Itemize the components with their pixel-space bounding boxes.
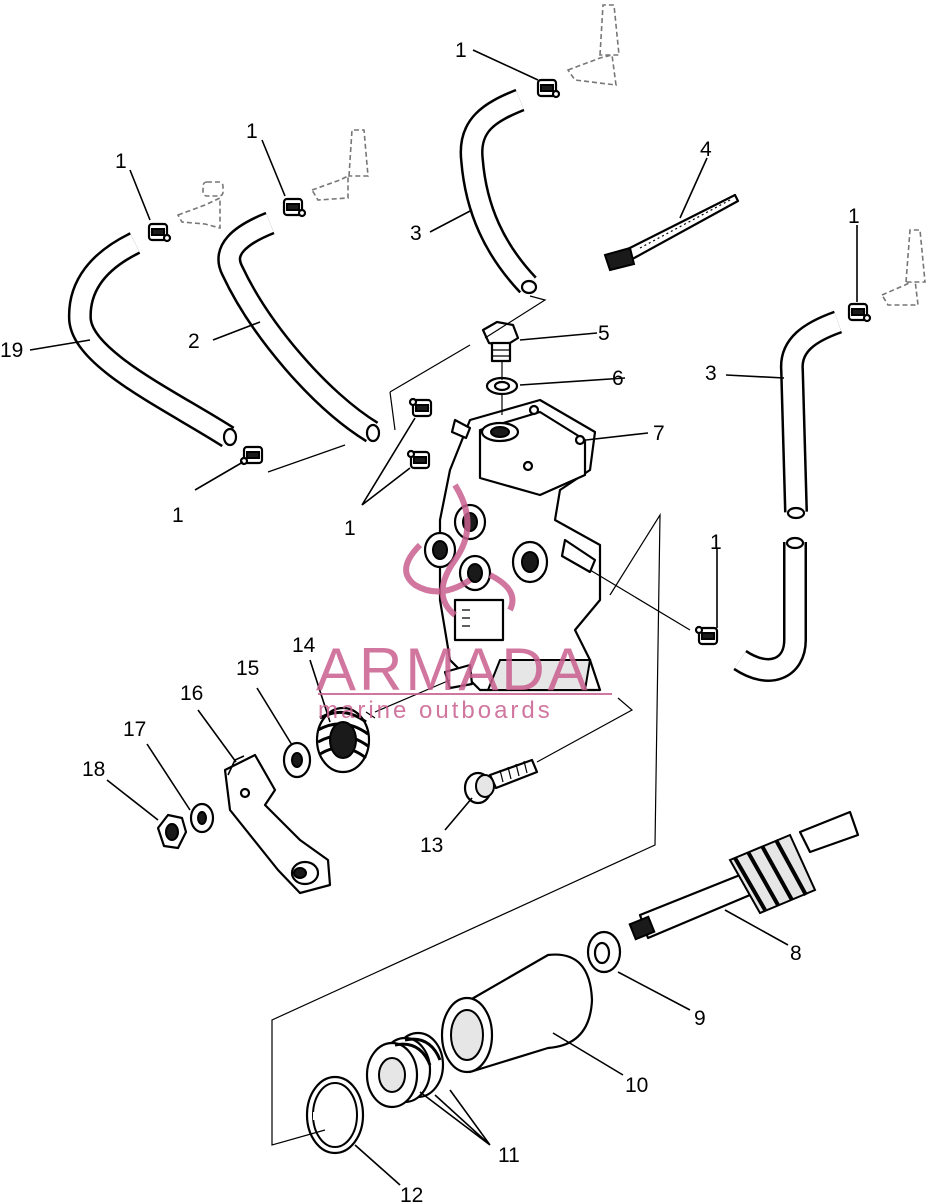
control-lever-16	[223, 753, 332, 895]
callout-8: 8	[790, 942, 802, 965]
callout-7: 7	[653, 422, 665, 445]
washer-9	[586, 930, 622, 974]
callout-11: 11	[498, 1144, 520, 1167]
hose-clamps	[147, 78, 872, 646]
callout-2: 2	[188, 330, 200, 353]
bleed-screw-5	[481, 320, 520, 363]
watermark-logo-icon	[403, 483, 516, 618]
callout-19: 19	[0, 339, 23, 362]
callout-1-d: 1	[848, 205, 860, 228]
callout-14: 14	[292, 634, 316, 657]
seals-11	[365, 1031, 445, 1109]
callout-labels: 1 1 1 1 1 1 1 2 3 3 4 5 6 7 8 9 10 11 12…	[0, 39, 860, 1204]
hose-lower-right	[733, 536, 807, 682]
callout-12: 12	[400, 1184, 423, 1204]
nut-18	[156, 813, 188, 850]
callout-13: 13	[420, 834, 443, 857]
watermark-tagline: marine outboards	[318, 697, 553, 724]
callout-4: 4	[700, 138, 712, 161]
washer-15	[282, 741, 312, 779]
callout-16: 16	[180, 682, 203, 705]
callout-3-b: 3	[705, 362, 717, 385]
callout-1-g: 1	[710, 531, 722, 554]
watermark-brand: ARMADA	[316, 636, 591, 703]
callout-9: 9	[694, 1007, 706, 1030]
drive-gear-shaft-8	[628, 810, 860, 941]
callout-1-c: 1	[455, 39, 467, 62]
assembly-lines	[267, 295, 691, 1146]
hose-3-right	[779, 310, 843, 520]
callout-17: 17	[123, 718, 146, 741]
hose-2	[217, 211, 381, 443]
callout-15: 15	[236, 657, 259, 680]
callout-6: 6	[612, 367, 624, 390]
watermark: ARMADA marine outboards	[316, 483, 612, 724]
screw-13	[463, 758, 539, 805]
callout-5: 5	[598, 322, 610, 345]
callout-3-a: 3	[410, 222, 422, 245]
callout-1-e: 1	[172, 504, 184, 527]
hose-3-upper	[459, 88, 538, 295]
tank-fittings	[176, 4, 926, 306]
cable-tie-4	[603, 193, 740, 272]
leader-lines	[29, 49, 858, 1186]
washer-6	[485, 376, 519, 396]
snap-ring-12	[305, 1075, 365, 1155]
callout-18: 18	[82, 758, 105, 781]
callout-1-a: 1	[115, 150, 127, 173]
spring-14	[315, 706, 376, 774]
lock-washer-17	[189, 802, 215, 834]
callout-1-b: 1	[246, 120, 258, 143]
hose-19	[67, 232, 238, 448]
bushing-10	[440, 953, 594, 1074]
callout-10: 10	[625, 1074, 648, 1097]
callout-1-f: 1	[344, 517, 356, 540]
oil-pump-7	[423, 398, 602, 692]
